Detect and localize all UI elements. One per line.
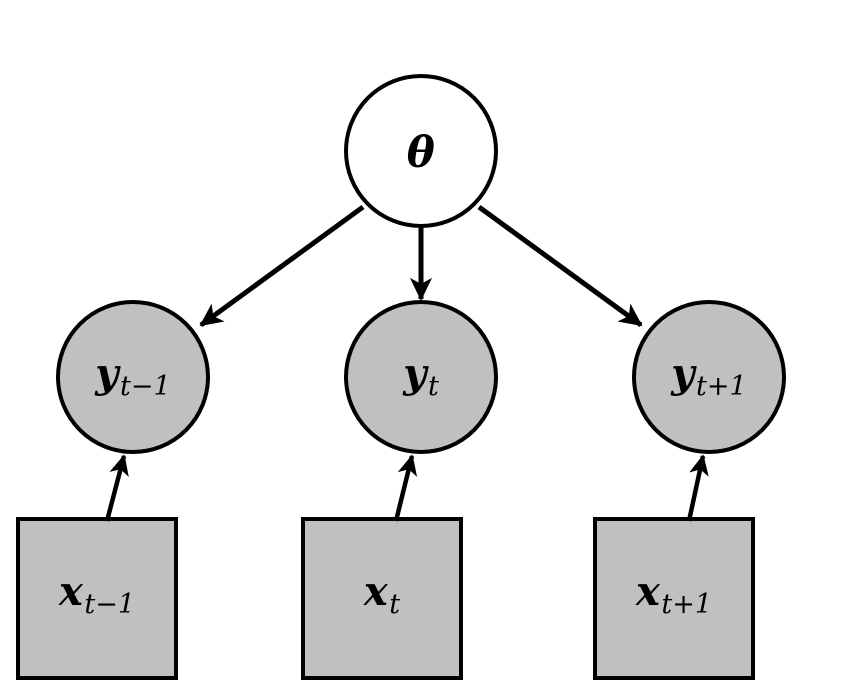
edge-x-t-minus-1-to-y-t-minus-1 <box>104 454 129 522</box>
node-y-t-shape <box>344 300 498 454</box>
node-x-t-shape <box>301 517 463 680</box>
edge-x-t-plus-1-to-y-t-plus-1 <box>686 454 709 522</box>
edge-theta-to-y-t-plus-1 <box>477 204 643 328</box>
node-x-t-plus-1-shape <box>593 517 755 680</box>
edge-x-t-to-y-t <box>393 454 418 522</box>
node-theta-shape <box>344 74 498 228</box>
node-y-t-plus-1-shape <box>632 300 786 454</box>
node-x-t-minus-1-shape <box>16 517 178 680</box>
edge-theta-to-y-t-minus-1 <box>199 204 365 328</box>
node-y-t-minus-1-shape <box>56 300 210 454</box>
